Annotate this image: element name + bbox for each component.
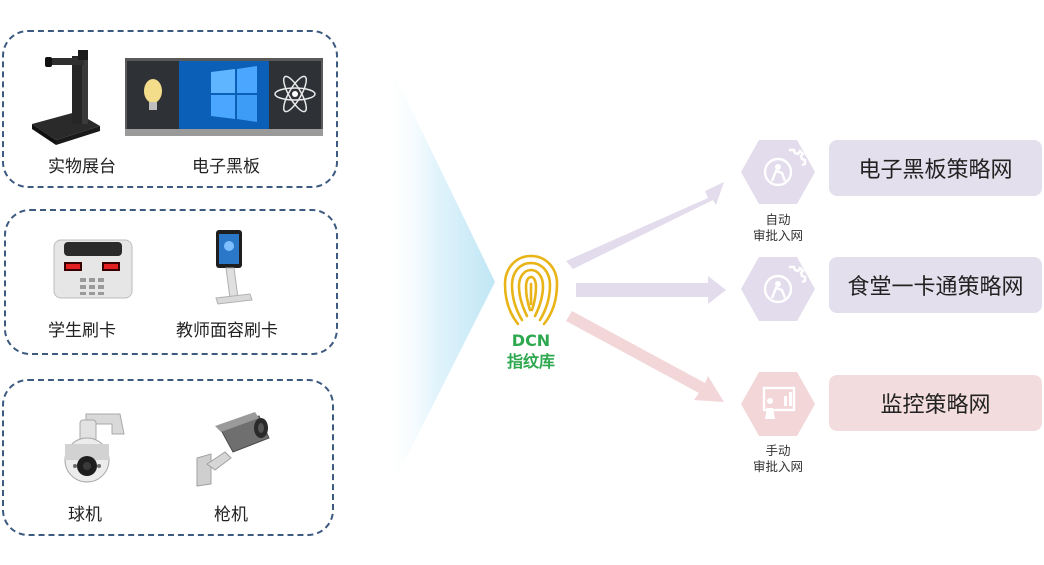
visualizer-label: 实物展台 [48,157,116,177]
teacher-face-label: 教师面容刷卡 [176,321,278,341]
electronic-blackboard-icon [125,58,323,136]
monitor-policy-net: 监控策略网 [829,375,1042,431]
auto-approval-hex-icon-2 [741,257,815,321]
dome-camera-label: 球机 [68,505,102,525]
device-group-camera [2,379,334,536]
arrow-to-monitor-net [566,311,724,402]
fingerprint-icon [503,254,559,326]
fingerprint-library-label: 指纹库 [506,352,555,371]
manual-approval-line1: 手动 [765,443,791,458]
face-terminal-icon [215,230,253,305]
auto-approval-hex-icon-1 [741,140,815,204]
blackboard-policy-net: 电子黑板策略网 [829,140,1042,196]
auto-approval-line1: 自动 [765,212,791,227]
manual-approval-hex-icon [741,372,815,436]
student-card-label: 学生刷卡 [48,321,116,341]
auto-approval-line2: 审批入网 [752,228,803,243]
dome-camera-icon [64,413,125,483]
device-group-classroom [2,30,338,188]
canteen-policy-net: 食堂一卡通策略网 [829,257,1042,313]
bullet-camera-label: 枪机 [214,505,248,525]
manual-approval-line2: 审批入网 [752,459,803,474]
bullet-camera-icon [196,412,270,487]
arrow-to-blackboard-net [566,182,724,269]
document-camera-icon [32,50,100,145]
blackboard-label: 电子黑板 [192,157,260,177]
dcn-brand: DCN [511,331,551,350]
arrow-to-canteen-net [576,276,726,304]
device-group-card [4,209,338,355]
card-reader-icon [53,239,133,299]
